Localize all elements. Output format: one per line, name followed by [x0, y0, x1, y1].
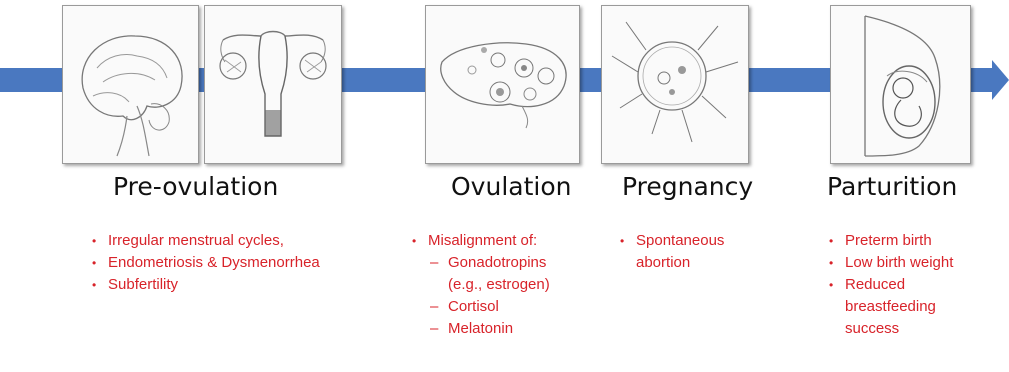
pregnancy-list: Spontaneous abortion: [618, 230, 724, 274]
list-item: Irregular menstrual cycles,: [90, 230, 320, 252]
list-item-continued: breastfeeding: [827, 296, 953, 318]
fetus-panel: [830, 5, 971, 164]
sub-list-item: Cortisol: [410, 296, 550, 318]
list-item: Spontaneous: [618, 230, 724, 252]
list-item-continued: success: [827, 318, 953, 340]
ovary-panel: [425, 5, 580, 164]
embryo-sketch-icon: [602, 6, 748, 163]
embryo-panel: [601, 5, 749, 164]
uterus-panel: [204, 5, 342, 164]
uterus-sketch-icon: [205, 6, 341, 163]
list-item: Low birth weight: [827, 252, 953, 274]
pre-ovulation-list: Irregular menstrual cycles, Endometriosi…: [90, 230, 320, 296]
sub-list-item-continued: (e.g., estrogen): [410, 274, 550, 296]
list-item: Endometriosis & Dysmenorrhea: [90, 252, 320, 274]
list-item: Reduced: [827, 274, 953, 296]
list-item: Preterm birth: [827, 230, 953, 252]
list-item-continued: abortion: [618, 252, 724, 274]
sub-list-item: Gonadotropins: [410, 252, 550, 274]
list-item: Misalignment of:: [410, 230, 550, 252]
sub-list-item: Melatonin: [410, 318, 550, 340]
parturition-list: Preterm birth Low birth weight Reduced b…: [827, 230, 953, 340]
brain-sketch-icon: [63, 6, 198, 163]
stage-title-pre-ovulation: Pre-ovulation: [113, 172, 278, 201]
fetus-in-womb-sketch-icon: [831, 6, 970, 163]
ovulation-list: Misalignment of: Gonadotropins (e.g., es…: [410, 230, 550, 340]
stage-title-pregnancy: Pregnancy: [622, 172, 753, 201]
stage-title-ovulation: Ovulation: [451, 172, 571, 201]
list-item: Subfertility: [90, 274, 320, 296]
ovary-sketch-icon: [426, 6, 579, 163]
brain-panel: [62, 5, 199, 164]
stage-title-parturition: Parturition: [827, 172, 957, 201]
